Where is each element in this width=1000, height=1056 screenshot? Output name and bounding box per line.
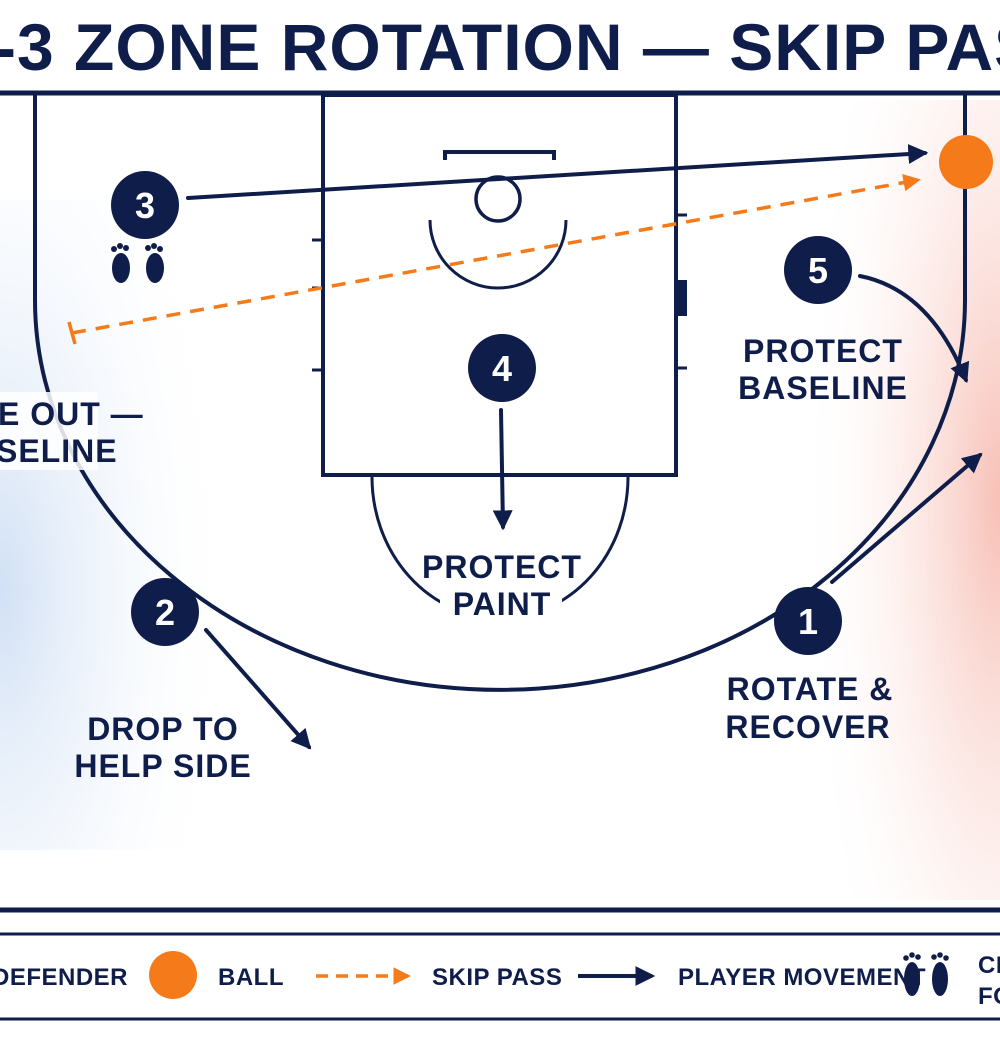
label-drop-to-help-side: DROP TO HELP SIDE bbox=[74, 711, 251, 784]
legend-closeout-line2: FO bbox=[978, 983, 1000, 1010]
ball-icon bbox=[939, 135, 993, 189]
label-left-edge: E OUT — SELINE bbox=[0, 392, 144, 470]
page-title: -3 ZONE ROTATION — SKIP PASS RESPON bbox=[0, 10, 1000, 84]
skip-pass-start-tick bbox=[67, 321, 77, 345]
player-3: 3 bbox=[111, 171, 179, 239]
movements bbox=[186, 144, 983, 750]
player-2: 2 bbox=[131, 578, 199, 646]
legend-ball-icon bbox=[149, 951, 197, 999]
footprints-icon bbox=[111, 243, 164, 283]
label-protect-paint: PROTECT PAINT bbox=[422, 545, 582, 623]
label-left-edge-line1: E OUT — bbox=[0, 396, 144, 432]
player-4-number: 4 bbox=[492, 348, 512, 389]
legend-closeout-line1: CL bbox=[978, 952, 1000, 979]
legend-defender-label: DEFENDER bbox=[0, 964, 128, 991]
player-5-disc bbox=[784, 236, 852, 304]
label-protect-paint-bg bbox=[440, 545, 562, 623]
half-court bbox=[0, 90, 1000, 913]
label-drop-line1: DROP TO bbox=[87, 711, 239, 747]
movement-2 bbox=[204, 628, 312, 750]
label-drop-line2: HELP SIDE bbox=[74, 748, 251, 784]
player-1-disc bbox=[774, 587, 842, 655]
label-protect-paint-line1: PROTECT bbox=[422, 549, 582, 585]
player-1-number: 1 bbox=[798, 601, 818, 642]
label-protect-baseline-line2: BASELINE bbox=[738, 370, 908, 406]
player-3-number: 3 bbox=[135, 185, 155, 226]
movement-1 bbox=[830, 452, 983, 584]
player-4: 4 bbox=[468, 334, 536, 402]
legend-ball-label: BALL bbox=[218, 964, 284, 991]
player-3-disc bbox=[111, 171, 179, 239]
legend-player-movement-label: PLAYER MOVEMENT bbox=[678, 964, 926, 991]
label-protect-baseline: PROTECT BASELINE bbox=[738, 333, 908, 406]
movement-3 bbox=[186, 144, 929, 200]
movement-5 bbox=[858, 274, 970, 384]
player-5: 5 bbox=[784, 236, 852, 304]
paint-block-r bbox=[676, 280, 687, 316]
player-4-disc bbox=[468, 334, 536, 402]
label-left-edge-line2: SELINE bbox=[0, 433, 118, 469]
rim bbox=[474, 175, 522, 223]
restricted-arc bbox=[428, 219, 568, 290]
legend-skip-pass-label: SKIP PASS bbox=[432, 964, 562, 991]
player-2-number: 2 bbox=[155, 592, 175, 633]
legend-footprints-icon bbox=[903, 952, 949, 996]
label-rotate-recover: ROTATE & RECOVER bbox=[725, 671, 894, 745]
label-rotate-line1: ROTATE & bbox=[727, 671, 894, 707]
label-rotate-line2: RECOVER bbox=[725, 709, 890, 745]
player-1: 1 bbox=[774, 587, 842, 655]
movement-4 bbox=[492, 408, 513, 531]
label-protect-paint-line2: PAINT bbox=[453, 586, 552, 622]
player-2-disc bbox=[131, 578, 199, 646]
label-left-edge-bg bbox=[0, 392, 98, 470]
backboard bbox=[443, 150, 556, 160]
legend: DEFENDER BALL SKIP PASS PLAYER MOVEMENT … bbox=[0, 932, 1000, 1021]
label-protect-baseline-line1: PROTECT bbox=[743, 333, 903, 369]
three-point-line bbox=[33, 95, 967, 692]
player-5-number: 5 bbox=[808, 250, 828, 291]
